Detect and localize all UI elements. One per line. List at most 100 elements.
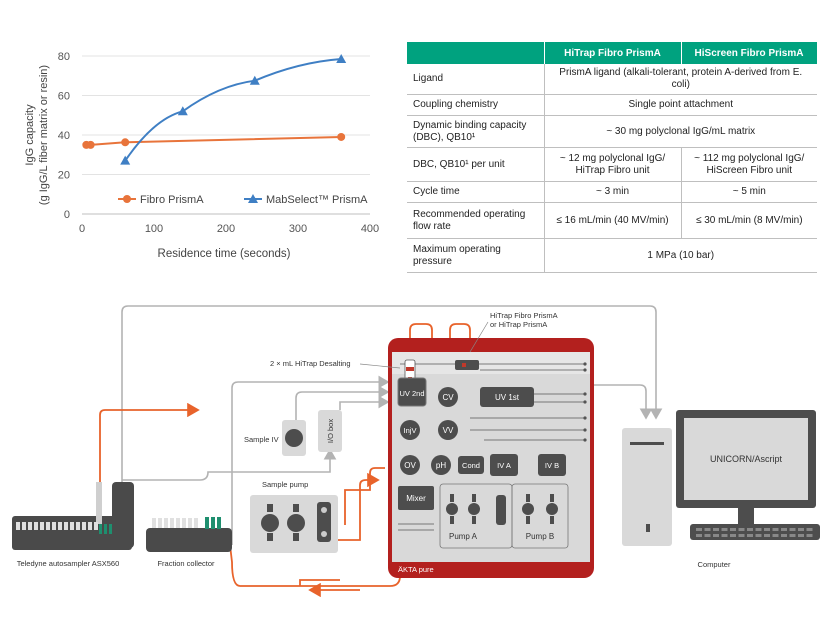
x-tick-label: 200: [217, 223, 235, 235]
sample-pump-label: Sample pump: [262, 480, 308, 489]
vial: [16, 522, 20, 530]
pump-head-bottom: [550, 516, 554, 524]
pump-head-bottom: [267, 533, 273, 541]
y-tick-label: 80: [58, 51, 70, 63]
key: [764, 534, 770, 537]
vv-label: VV: [443, 426, 454, 435]
hitrap-fibro-label-2: or HiTrap PrismA: [490, 320, 547, 329]
vial-active: [104, 524, 107, 534]
key: [806, 534, 813, 537]
pump-head-top: [526, 494, 530, 502]
sample-pump: Sample pump: [250, 480, 338, 553]
rail-end: [583, 368, 587, 372]
table-row: DBC, QB10¹ per unit~ 12 mg polyclonal Ig…: [407, 147, 817, 182]
x-axis-label: Residence time (seconds): [158, 248, 291, 260]
pump-a-label: Pump A: [449, 532, 478, 541]
key: [772, 534, 779, 537]
key: [798, 528, 804, 531]
key: [713, 534, 719, 537]
unicorn-label: UNICORN/Ascript: [710, 454, 783, 464]
desalting-label: 2 × mL HiTrap Desalting: [270, 359, 351, 368]
fraction-collector: Fraction collector: [146, 517, 232, 568]
vial-active: [109, 524, 112, 534]
signal-cables: [121, 305, 663, 545]
vial: [22, 522, 26, 530]
key: [789, 528, 796, 531]
key: [721, 534, 728, 537]
row-label: Cycle time: [407, 181, 544, 203]
row-value-col2: ~ 5 min: [680, 181, 817, 203]
rail-end: [583, 362, 587, 366]
pump-head: [446, 503, 458, 515]
pump-head-top: [550, 494, 554, 502]
pump-b-box: [511, 483, 569, 549]
vial: [46, 522, 50, 530]
data-point: [121, 138, 130, 147]
sample-iv-label: Sample IV: [244, 435, 279, 444]
injv-label: InjV: [404, 426, 417, 435]
key: [764, 528, 770, 531]
vial: [58, 522, 62, 530]
data-point: [249, 75, 260, 85]
computer-label: Computer: [698, 560, 731, 569]
data-point: [86, 140, 95, 149]
row-value: 1 MPa (10 bar): [543, 238, 817, 273]
y-tick-label: 60: [58, 91, 70, 103]
fraction-collector-label: Fraction collector: [157, 559, 215, 568]
table-header-row: HiTrap Fibro PrismA HiScreen Fibro Prism…: [407, 42, 818, 64]
pump-head-bottom: [450, 516, 454, 524]
key: [755, 534, 762, 537]
row-label: Dynamic binding capacity (DBC), QB10¹: [407, 115, 544, 148]
vial: [34, 522, 38, 530]
io-box: I/O box: [318, 410, 342, 452]
hitrap-fibro-label-1: HiTrap Fibro PrismA: [490, 311, 558, 320]
key: [730, 528, 736, 531]
uv1-label: UV 1st: [495, 393, 520, 402]
rail-end: [583, 392, 587, 396]
vial: [70, 522, 74, 530]
sample-iv: Sample IV: [244, 420, 306, 456]
row-value-col2: ~ 112 mg polyclonal IgG/ HiScreen Fibro …: [680, 147, 817, 182]
chart-series: [82, 53, 347, 165]
row-value: ~ 30 mg polyclonal IgG/mL matrix: [543, 115, 817, 148]
data-point: [177, 106, 188, 116]
row-label: DBC, QB10¹ per unit: [407, 147, 544, 182]
iva-label: IV A: [497, 461, 511, 470]
vial: [40, 522, 44, 530]
key: [772, 528, 779, 531]
y-axis-label-line1: IgG capacity: [24, 104, 36, 166]
table-row: Recommended operating flow rate≤ 16 mL/m…: [407, 202, 817, 239]
x-tick-label: 100: [145, 223, 163, 235]
tube: [176, 518, 180, 528]
vial-active: [99, 524, 102, 534]
key: [721, 528, 728, 531]
rail-end: [583, 438, 587, 442]
key: [798, 534, 804, 537]
legend-marker: [248, 194, 258, 203]
cond-label: Cond: [462, 461, 480, 470]
row-value-col1: ≤ 16 mL/min (40 MV/min): [543, 202, 681, 239]
pump-head: [522, 503, 534, 515]
autosampler-label: Teledyne autosampler ASX560: [17, 559, 120, 568]
key: [730, 534, 736, 537]
key: [747, 534, 753, 537]
key: [755, 528, 762, 531]
tube: [158, 518, 162, 528]
row-label: Coupling chemistry: [407, 94, 544, 116]
autosampler: Teledyne autosampler ASX560: [12, 482, 134, 568]
cv-label: CV: [442, 393, 454, 402]
key: [704, 534, 711, 537]
vial: [88, 522, 92, 530]
rail-end: [583, 416, 587, 420]
system-setup-diagram: Teledyne autosampler ASX560 Fraction col…: [12, 305, 820, 598]
key: [738, 534, 745, 537]
key: [713, 528, 719, 531]
pump-head: [287, 514, 305, 532]
row-value-col1: ~ 3 min: [543, 181, 681, 203]
vial: [82, 522, 86, 530]
y-tick-label: 40: [58, 130, 70, 142]
data-point: [120, 155, 131, 165]
